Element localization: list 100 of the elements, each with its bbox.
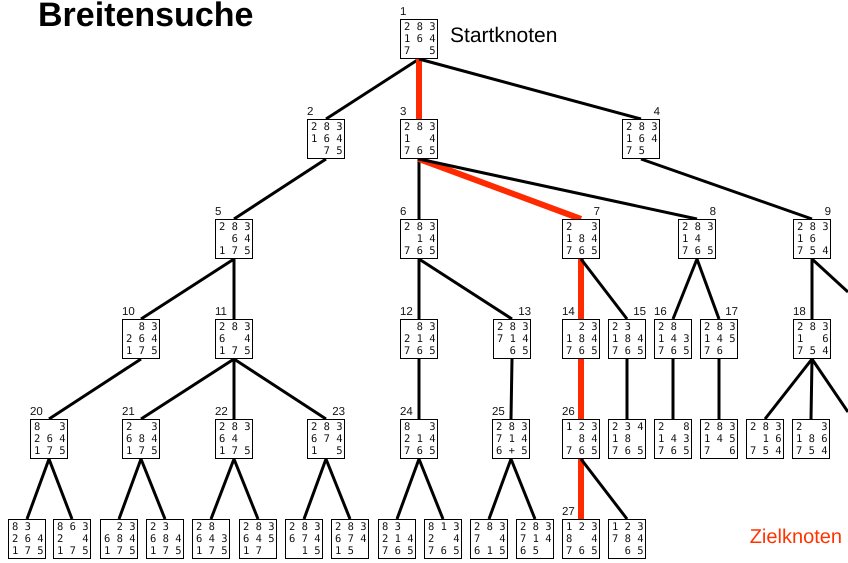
tree-edge bbox=[140, 458, 166, 520]
tile-row: 6 1 5 bbox=[474, 545, 506, 557]
tile-row: 7 5 4 bbox=[797, 245, 829, 257]
tile-row: 6 + 5 bbox=[496, 445, 528, 457]
tree-edge bbox=[26, 458, 50, 520]
node-number: 2 bbox=[307, 106, 314, 118]
tile-row: 7 6 5 bbox=[658, 345, 690, 357]
tile-row: 2 8 3 bbox=[404, 21, 436, 33]
tree-edge bbox=[232, 259, 236, 319]
tile-row: 7 6 5 bbox=[566, 245, 598, 257]
tile-row: 2 3 bbox=[796, 421, 828, 433]
tree-edge bbox=[233, 158, 327, 220]
tile-row: 8 3 bbox=[404, 421, 436, 433]
node-number: 12 bbox=[400, 306, 413, 318]
tile-row: 1 7 5 bbox=[126, 345, 158, 357]
tree-edge bbox=[718, 359, 720, 419]
tile-row: 6 7 4 bbox=[335, 533, 367, 545]
tree-edge bbox=[233, 358, 327, 420]
node-number: 10 bbox=[122, 306, 135, 318]
node-number: 24 bbox=[400, 406, 413, 418]
tree-edge bbox=[578, 259, 584, 319]
tile-row: 1 6 bbox=[797, 333, 829, 345]
tile-row: 1 6 bbox=[797, 233, 816, 245]
node-number: 21 bbox=[122, 406, 135, 418]
tile-row: 1 4 bbox=[682, 233, 701, 245]
node-number: 9 bbox=[824, 206, 831, 218]
tree-edge bbox=[416, 59, 422, 119]
node-number: 4 bbox=[654, 106, 660, 118]
node-number: 15 bbox=[633, 306, 646, 318]
node-number: 23 bbox=[332, 406, 345, 418]
tile-row: 1 7 5 bbox=[126, 445, 158, 457]
tile-row: 1 7 5 bbox=[104, 545, 136, 557]
tile-row-text: 7 5 bbox=[322, 145, 343, 157]
tile-row: 7 6 5 bbox=[566, 545, 598, 557]
tree-edge bbox=[302, 458, 328, 520]
tile-row: 8 3 bbox=[12, 521, 31, 533]
tile-row: 7 8 4 bbox=[612, 533, 644, 545]
tile-row: 1 8 4 bbox=[566, 333, 598, 345]
tree-edge bbox=[626, 359, 628, 419]
node-number: 20 bbox=[30, 406, 43, 418]
tree-edge bbox=[232, 458, 260, 520]
tile-row-text: 6 5 bbox=[508, 345, 529, 357]
tile-row: 2 3 bbox=[150, 521, 169, 533]
tree-edge bbox=[118, 458, 142, 520]
tree-edge bbox=[488, 458, 512, 520]
node-number: 8 bbox=[710, 206, 716, 218]
tree-edge bbox=[640, 158, 812, 220]
node-number: 25 bbox=[492, 406, 505, 418]
goal-label: Zielknoten bbox=[750, 526, 842, 549]
node-number: 16 bbox=[654, 306, 667, 318]
tile-row: 1 7 bbox=[243, 545, 262, 557]
tree-edge bbox=[810, 259, 814, 319]
tile-row: 6 4 bbox=[219, 333, 251, 345]
tile-row: 1 4 bbox=[404, 133, 436, 145]
tile-row-text: 6 5 bbox=[624, 545, 644, 557]
tile-row: 8 6 3 bbox=[57, 521, 89, 533]
tile-row: 6 5 bbox=[520, 545, 539, 557]
tree-edge bbox=[418, 259, 420, 319]
tile-row: 8 3 bbox=[382, 521, 401, 533]
tile-row: 7 6 5 bbox=[404, 245, 436, 257]
tile-row: 2 3 bbox=[566, 221, 598, 233]
tile-row: 1 2 3 bbox=[612, 521, 644, 533]
tile-row: 1 4 5 bbox=[704, 433, 736, 445]
tree-edge bbox=[418, 458, 444, 520]
tile-row: 7 6 5 bbox=[404, 345, 436, 357]
node-number: 22 bbox=[215, 406, 228, 418]
tile-row: 1 7 5 bbox=[219, 445, 251, 457]
tile-row: 2 6 4 bbox=[12, 533, 44, 545]
node-caption: Startknoten bbox=[450, 24, 558, 48]
tile-row: 2 8 bbox=[658, 421, 690, 433]
tile-row: 1 7 5 bbox=[196, 545, 228, 557]
tile-row: 1 8 4 bbox=[612, 333, 644, 345]
tree-edge bbox=[672, 359, 674, 419]
tile-row: 2 8 3 bbox=[496, 421, 528, 433]
tile-row: 2 6 4 bbox=[126, 333, 158, 345]
tree-edge bbox=[578, 359, 584, 419]
tree-edge bbox=[48, 458, 74, 520]
node-number: 1 bbox=[400, 6, 406, 18]
tree-edge bbox=[418, 359, 420, 419]
tile-row: 6 4 3 bbox=[196, 533, 228, 545]
tile-row: 1 8 bbox=[612, 433, 631, 445]
tile-row: 2 3 4 bbox=[612, 421, 644, 433]
tile-row: 2 8 3 bbox=[404, 221, 436, 233]
tile-row: 7 5 4 bbox=[750, 445, 782, 457]
tile-row: 7 6 bbox=[704, 345, 723, 357]
tree-edge bbox=[580, 258, 628, 320]
tile-row: 1 4 5 bbox=[704, 333, 736, 345]
tile-row: 2 8 3 bbox=[704, 421, 736, 433]
tile-row: 2 3 bbox=[612, 321, 631, 333]
tile-row: 7 1 4 bbox=[520, 533, 552, 545]
tile-row: 2 3 bbox=[126, 421, 158, 433]
tile-row: 2 8 3 bbox=[497, 321, 529, 333]
tile-row-text: 6 4 bbox=[230, 233, 251, 245]
tile-row: 2 4 bbox=[428, 533, 460, 545]
tree-edge bbox=[396, 458, 420, 520]
tile-row: 2 8 3 bbox=[797, 321, 829, 333]
tile-row: 2 1 4 bbox=[404, 333, 436, 345]
tile-row: 1 5 bbox=[311, 445, 343, 457]
tile-row: 1 6 4 bbox=[311, 133, 343, 145]
tile-row: 7 6 5 bbox=[566, 345, 598, 357]
